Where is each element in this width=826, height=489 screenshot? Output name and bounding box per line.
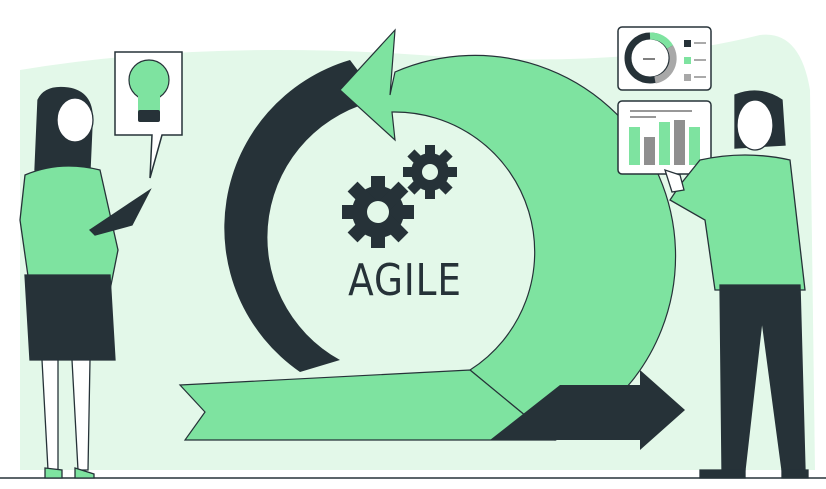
agile-title: AGILE: [348, 255, 462, 306]
gear-icon: [342, 176, 414, 248]
right-arrow-icon: [490, 370, 685, 450]
gear-icon: [403, 145, 457, 199]
woman-figure: [19, 86, 152, 479]
idea-bubble: [114, 51, 183, 179]
cycle-arrow-dark: [224, 60, 380, 372]
cycle-arrow-tail: [178, 369, 557, 441]
bar-chart-card: [617, 100, 712, 175]
lightbulb-icon: [128, 59, 170, 122]
donut-chart-card: [617, 26, 712, 91]
man-figure: [663, 90, 809, 479]
